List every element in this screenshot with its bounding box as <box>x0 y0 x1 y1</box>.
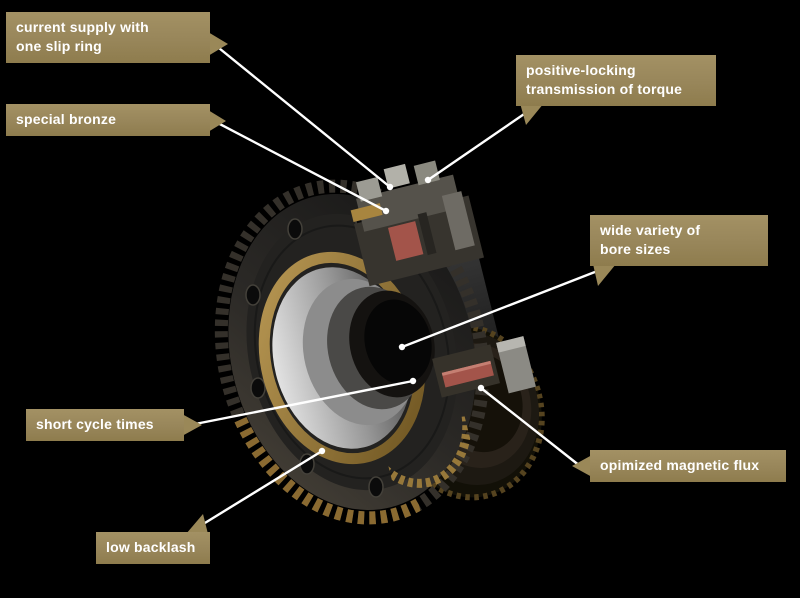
callout-tails <box>182 32 616 534</box>
leader-lines <box>188 42 602 528</box>
leader-dots <box>318 176 485 455</box>
leader-line-positive-locking <box>426 108 532 182</box>
tail-magnetic-flux <box>572 455 592 477</box>
rotor-coil-red <box>441 360 494 388</box>
leader-dot-special-bronze <box>382 207 390 215</box>
leader-dot-magnetic-flux <box>477 384 485 392</box>
leader-line-special-bronze <box>212 119 388 213</box>
inner-gear-teeth <box>381 415 472 488</box>
coupling-teeth <box>350 160 485 287</box>
leader-dot-positive-locking <box>424 176 432 184</box>
leader-line-bore-sizes <box>400 268 602 349</box>
callout-current-supply: current supply with one slip ring <box>6 12 210 63</box>
annotation-layer <box>182 32 616 534</box>
tail-bore-sizes <box>593 264 616 286</box>
tail-special-bronze <box>208 110 226 132</box>
callout-short-cycle-times: short cycle times <box>26 409 184 441</box>
clutch-illustration <box>214 160 545 525</box>
leader-line-current-supply <box>212 42 392 189</box>
callout-low-backlash: low backlash <box>96 532 210 564</box>
leader-dot-current-supply <box>386 183 394 191</box>
tail-current-supply <box>208 32 228 56</box>
leader-line-short-cycle <box>188 379 415 427</box>
leader-dot-low-backlash <box>318 447 326 455</box>
callout-magnetic-flux: opimized magnetic flux <box>590 450 786 482</box>
gear <box>214 179 490 525</box>
leader-dot-short-cycle <box>409 377 417 385</box>
tail-short-cycle <box>182 414 202 436</box>
tail-positive-locking <box>520 103 544 125</box>
callout-special-bronze: special bronze <box>6 104 210 136</box>
leader-line-low-backlash <box>198 449 324 528</box>
gear-teeth-brass-glint <box>214 377 434 525</box>
rotor-teeth <box>389 323 545 501</box>
callout-bore-sizes: wide variety of bore sizes <box>590 215 768 266</box>
leader-dot-bore-sizes <box>398 343 406 351</box>
rotor-cutaway <box>432 336 536 398</box>
leader-line-magnetic-flux <box>479 386 582 468</box>
slip-ring-bronze <box>350 203 383 223</box>
tail-low-backlash <box>186 514 208 534</box>
coupling-coil-red <box>387 221 424 261</box>
callout-positive-locking: positive-locking transmission of torque <box>516 55 716 106</box>
